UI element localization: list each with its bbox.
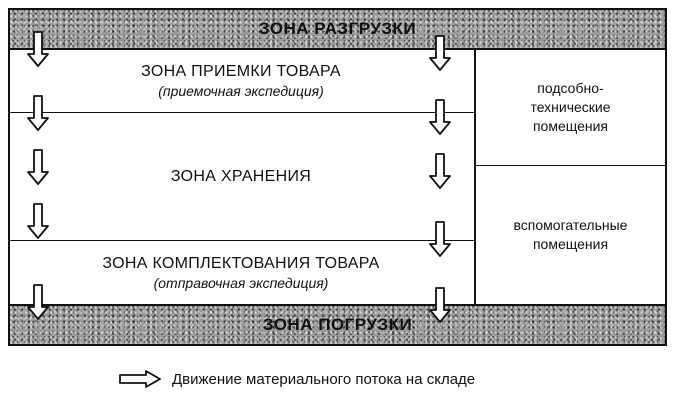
auxiliary-rooms: вспомогательные помещения <box>476 166 665 304</box>
receiving-zone: ЗОНА ПРИЕМКИ ТОВАРА (приемочная экспедиц… <box>8 50 474 113</box>
main-zones: ЗОНА ПРИЕМКИ ТОВАРА (приемочная экспедиц… <box>8 50 476 304</box>
legend: Движение материального потока на складе <box>118 366 475 392</box>
hollow-arrow-right-icon <box>119 370 161 388</box>
receiving-zone-subtitle: (приемочная экспедиция) <box>158 83 324 99</box>
utility-rooms-label: подсобно- технические помещения <box>530 80 611 134</box>
utility-rooms: подсобно- технические помещения <box>476 50 665 166</box>
loading-zone-label: ЗОНА ПОГРУЗКИ <box>262 315 413 334</box>
storage-zone: ЗОНА ХРАНЕНИЯ <box>8 113 474 241</box>
loading-zone-band: ЗОНА ПОГРУЗКИ <box>8 304 667 346</box>
picking-zone-title: ЗОНА КОМПЛЕКТОВАНИЯ ТОВАРА <box>102 254 380 272</box>
auxiliary-rooms-label: вспомогательные помещения <box>513 217 628 252</box>
side-rooms: подсобно- технические помещения вспомога… <box>476 50 667 304</box>
unloading-zone-label: ЗОНА РАЗГРУЗКИ <box>258 19 417 38</box>
receiving-zone-title: ЗОНА ПРИЕМКИ ТОВАРА <box>141 63 341 80</box>
storage-zone-title: ЗОНА ХРАНЕНИЯ <box>170 167 312 185</box>
picking-zone-subtitle: (отправочная экспедиция) <box>153 274 329 291</box>
picking-zone: ЗОНА КОМПЛЕКТОВАНИЯ ТОВАРА (отправочная … <box>8 241 474 304</box>
legend-label: Движение материального потока на складе <box>172 370 476 388</box>
unloading-zone-band: ЗОНА РАЗГРУЗКИ <box>8 8 667 50</box>
